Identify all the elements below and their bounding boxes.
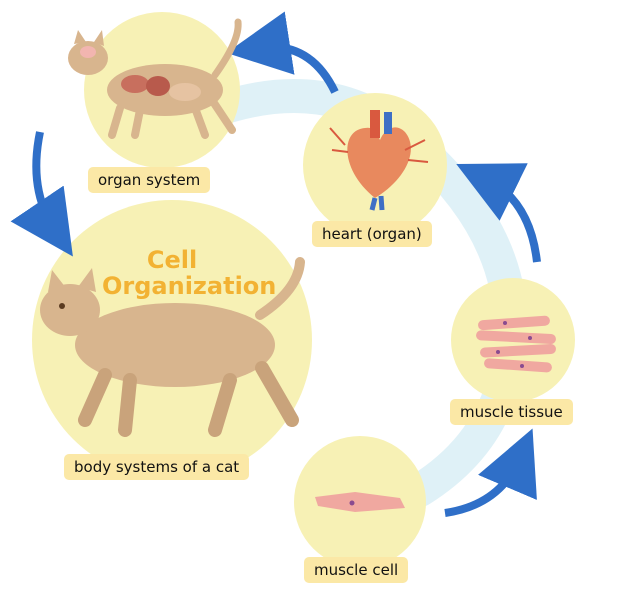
diagram-title: Cell Organization bbox=[102, 246, 277, 300]
arrow-organ-system-to-body bbox=[10, 131, 73, 257]
cat-body-illustration bbox=[40, 257, 305, 437]
label-organ-system: organ system bbox=[88, 167, 211, 193]
arrow-cell-to-tissue bbox=[444, 428, 537, 517]
muscle-tissue-illustration bbox=[476, 315, 556, 373]
label-muscle-cell: muscle cell bbox=[304, 557, 409, 583]
arrow-tissue-to-heart bbox=[456, 163, 541, 263]
arrow-heart-to-organ-system bbox=[226, 11, 339, 94]
heart-organ-illustration bbox=[329, 110, 429, 211]
label-body-systems: body systems of a cat bbox=[64, 454, 250, 480]
title-line-2: Organization bbox=[102, 272, 277, 300]
label-muscle-tissue: muscle tissue bbox=[450, 399, 573, 425]
muscle-cell-illustration bbox=[315, 492, 405, 512]
label-heart-organ: heart (organ) bbox=[312, 221, 432, 247]
title-line-1: Cell bbox=[146, 246, 198, 274]
cat-organ-system-illustration bbox=[68, 18, 242, 139]
